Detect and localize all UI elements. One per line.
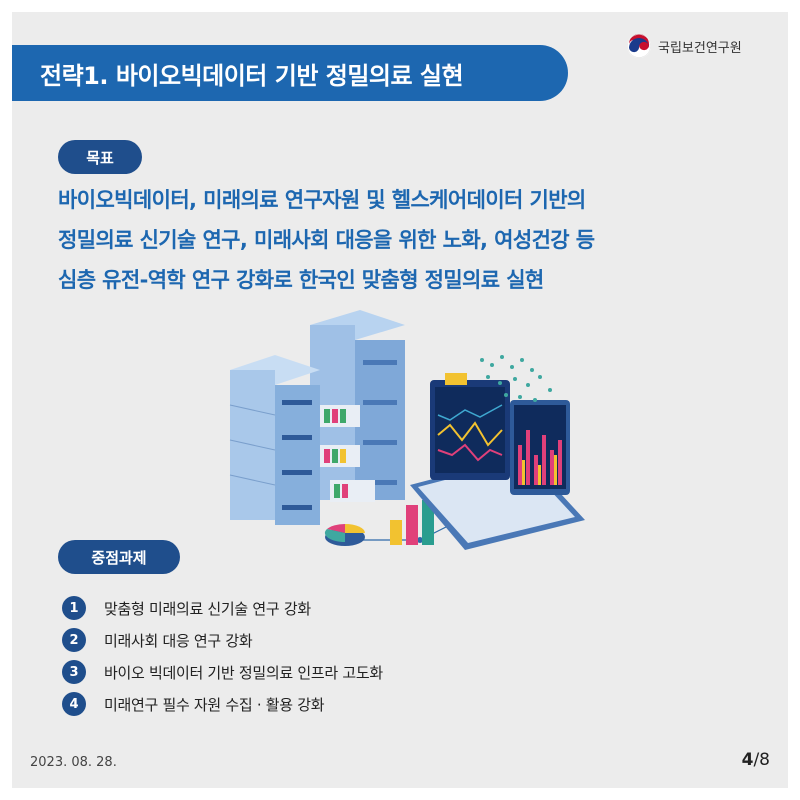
page-total: /8 (753, 750, 770, 770)
tasks-label: 중점과제 (58, 540, 180, 574)
task-number-badge: 4 (62, 692, 86, 716)
list-item: 2 미래사회 대응 연구 강화 (62, 624, 383, 656)
agency-logo: 국립보건연구원 (626, 33, 742, 59)
publish-date: 2023. 08. 28. (30, 755, 117, 770)
task-text: 맞춤형 미래의료 신기술 연구 강화 (104, 599, 311, 618)
task-text: 미래연구 필수 자원 수집 · 활용 강화 (104, 695, 325, 714)
list-item: 4 미래연구 필수 자원 수집 · 활용 강화 (62, 688, 383, 720)
page-title: 전략1. 바이오빅데이터 기반 정밀의료 실현 (40, 61, 464, 90)
goal-label: 목표 (58, 140, 142, 174)
goal-text: 바이오빅데이터, 미래의료 연구자원 및 헬스케어데이터 기반의 정밀의료 신기… (58, 180, 758, 300)
taegeuk-logo-icon (627, 34, 651, 58)
data-server-laptop-illustration (229, 310, 585, 550)
goal-line: 심층 유전-역학 연구 강화로 한국인 맞춤형 정밀의료 실현 (58, 268, 544, 292)
agency-name: 국립보건연구원 (658, 40, 742, 56)
task-number-badge: 1 (62, 596, 86, 620)
task-text: 바이오 빅데이터 기반 정밀의료 인프라 고도화 (104, 663, 383, 682)
page-indicator: 4/8 (742, 750, 770, 770)
goal-line: 정밀의료 신기술 연구, 미래사회 대응을 위한 노화, 여성건강 등 (58, 228, 595, 252)
page-current: 4 (741, 750, 754, 770)
goal-line: 바이오빅데이터, 미래의료 연구자원 및 헬스케어데이터 기반의 (58, 188, 586, 212)
title-bar: 전략1. 바이오빅데이터 기반 정밀의료 실현 (12, 45, 568, 101)
list-item: 3 바이오 빅데이터 기반 정밀의료 인프라 고도화 (62, 656, 383, 688)
task-list: 1 맞춤형 미래의료 신기술 연구 강화 2 미래사회 대응 연구 강화 3 바… (62, 592, 383, 720)
task-text: 미래사회 대응 연구 강화 (104, 631, 253, 650)
task-number-badge: 3 (62, 660, 86, 684)
list-item: 1 맞춤형 미래의료 신기술 연구 강화 (62, 592, 383, 624)
task-number-badge: 2 (62, 628, 86, 652)
